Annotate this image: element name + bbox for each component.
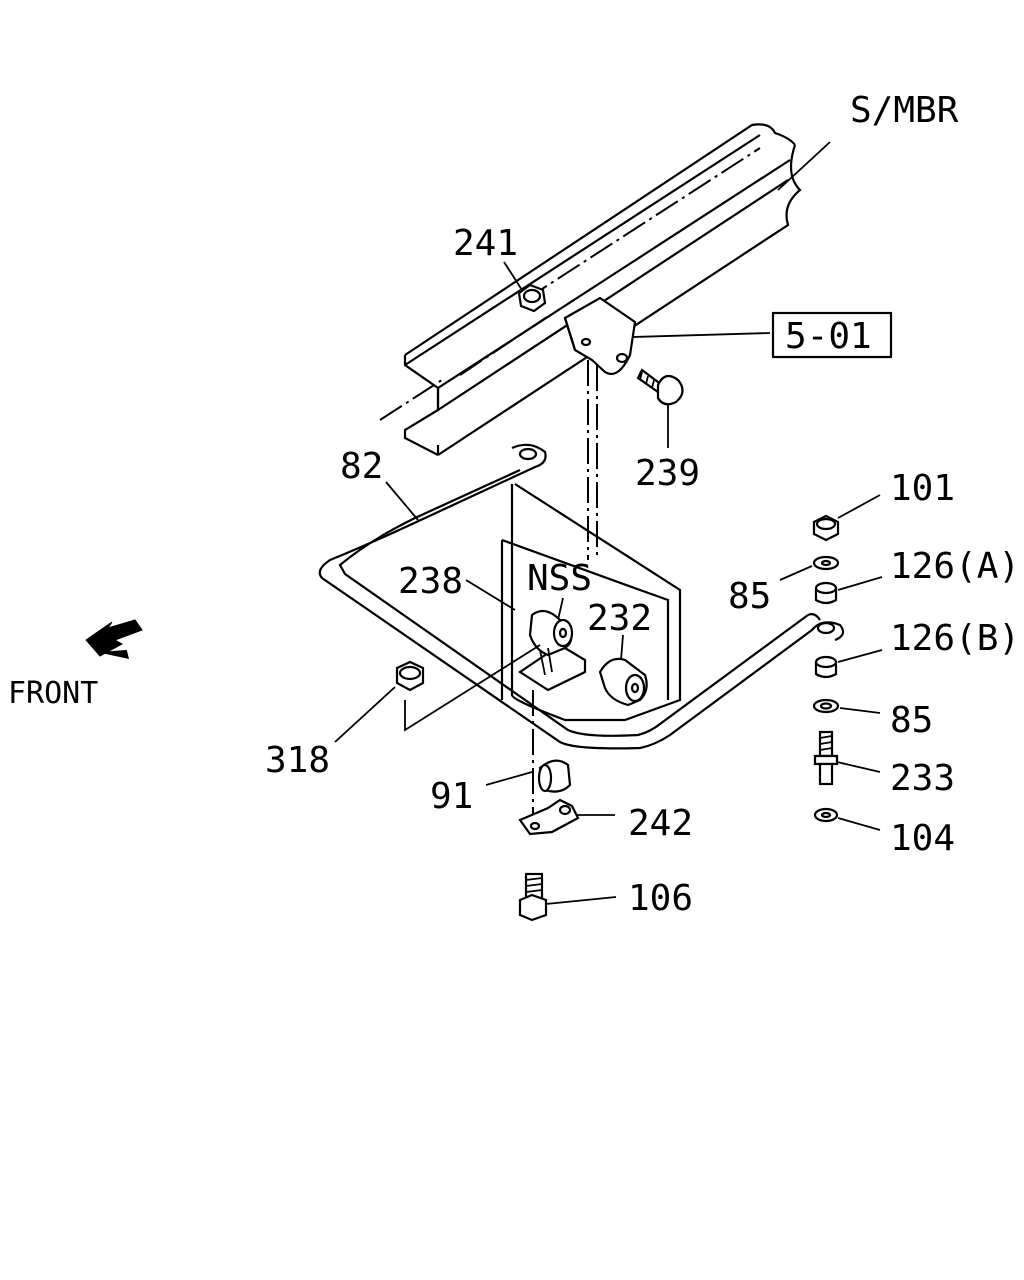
washer-104-icon (813, 807, 839, 823)
nut-318-icon (395, 660, 425, 692)
label-101: 101 (890, 468, 955, 509)
label-126b: 126(B) (890, 618, 1020, 659)
label-238: 238 (398, 561, 463, 602)
label-82: 82 (340, 446, 383, 487)
leader-241 (503, 261, 523, 291)
label-91: 91 (430, 776, 473, 817)
label-239: 239 (635, 453, 700, 494)
bolt-106-icon (518, 872, 548, 922)
leader-85-upper (779, 565, 813, 581)
nut-241-icon (517, 283, 547, 313)
label-nss: NSS (527, 558, 592, 599)
label-126a: 126(A) (890, 546, 1020, 587)
washer-85-upper-icon (812, 555, 840, 571)
label-232: 232 (587, 598, 652, 639)
bolt-239-icon (636, 368, 684, 406)
bushing-91-icon (537, 759, 572, 793)
leader-126a (837, 576, 883, 591)
leader-233 (836, 761, 881, 773)
front-arrow-icon (85, 619, 143, 659)
nut-101-icon (812, 514, 840, 542)
leader-85-lower (839, 707, 881, 714)
label-318: 318 (265, 740, 330, 781)
label-104: 104 (890, 818, 955, 859)
stabilizer-bar (318, 443, 845, 750)
leader-101 (837, 494, 881, 519)
bracket-plate (500, 483, 682, 722)
clamp-238-icon (518, 609, 587, 692)
leader-318 (334, 686, 396, 743)
leader-106 (545, 896, 617, 905)
label-85-upper: 85 (728, 576, 771, 617)
label-242: 242 (628, 803, 693, 844)
leader-82 (385, 481, 419, 521)
link-318 (404, 644, 541, 732)
ref-box-label: 5-01 (785, 316, 872, 357)
front-label: FRONT (8, 676, 98, 711)
bolt-233-icon (813, 730, 839, 786)
bushing-232-icon (598, 657, 648, 707)
label-85-lower: 85 (890, 700, 933, 741)
leader-126b (837, 649, 883, 663)
label-241: 241 (453, 223, 518, 264)
frame-bracket (563, 296, 637, 376)
clamp-242-icon (518, 798, 580, 836)
smbr-label: S/MBR (850, 90, 959, 131)
side-member (379, 123, 802, 456)
leader-91 (485, 771, 533, 786)
smbr-leader (777, 141, 831, 191)
bushing-126a-icon (814, 581, 838, 605)
ref-leader (632, 332, 771, 338)
bushing-126b-icon (814, 655, 838, 679)
leader-104 (837, 817, 881, 831)
leader-nss (557, 597, 564, 621)
label-233: 233 (890, 758, 955, 799)
leader-238 (465, 579, 516, 611)
washer-85-lower-icon (812, 698, 840, 714)
ref-box (771, 311, 893, 359)
label-106: 106 (628, 878, 693, 919)
leader-232 (620, 634, 624, 661)
